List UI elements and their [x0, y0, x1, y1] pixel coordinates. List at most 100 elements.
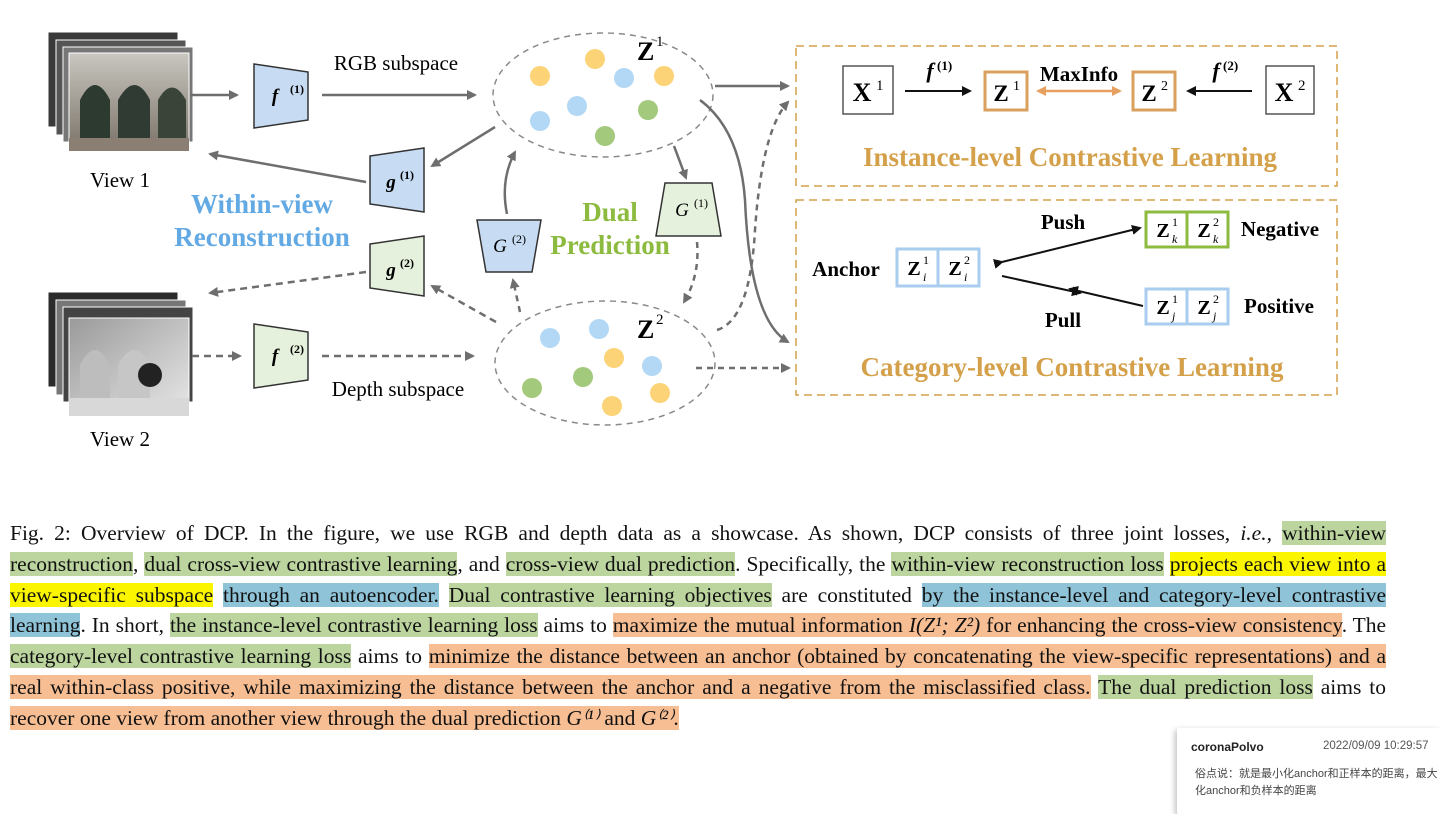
arrow-z1-to-category	[699, 99, 790, 344]
highlight-green[interactable]: within-view reconstruction loss	[891, 551, 1164, 576]
positive-zj2-sub: j	[1211, 309, 1217, 323]
f1-superscript: (1)	[290, 82, 304, 96]
positive-zj1: Z	[1156, 297, 1169, 319]
instance-f1-sup: (1)	[937, 58, 952, 73]
z1-sup: 1	[656, 34, 664, 50]
highlight-green[interactable]: Dual contrastive learning objectives	[448, 582, 772, 607]
caption-text: recover one view from another view throu…	[10, 705, 562, 730]
instance-x1: X	[853, 78, 872, 107]
positive-zj1-sub: j	[1170, 309, 1176, 323]
pull-label: Pull	[1045, 308, 1081, 332]
caption-text: ,	[1266, 521, 1272, 545]
math-mutual-information: I(Z¹; Z²)	[908, 613, 981, 638]
view2-image-stack	[47, 291, 194, 417]
caption-text: . Specifically, the	[735, 551, 886, 576]
category-level-panel: Anchor Z 1 i Z 2 i Push Pull Z 1 k Z 2 k…	[795, 199, 1338, 396]
G2-superscript: (2)	[512, 232, 526, 246]
z2-sup: 2	[656, 312, 664, 328]
math-G1: G⁽¹⁾	[566, 705, 599, 730]
caption-text: maximize the mutual information	[612, 613, 903, 638]
caption-text: aims to	[1320, 674, 1386, 699]
instance-f2-sup: (2)	[1223, 58, 1238, 73]
caption-text: . The	[1341, 613, 1387, 638]
arrow-z2-to-instance	[716, 100, 790, 332]
highlight-green[interactable]: cross-view dual prediction	[505, 551, 736, 576]
encoder-f1: f (1)	[253, 63, 309, 129]
negative-zk2-sub: k	[1213, 232, 1219, 246]
highlight-orange[interactable]: maximize the mutual information I(Z¹; Z²…	[612, 613, 1342, 638]
decoder-g1: g (1)	[369, 147, 425, 213]
negative-zk1: Z	[1156, 220, 1169, 242]
negative-label: Negative	[1241, 217, 1319, 241]
comment-timestamp: 2022/09/09 10:29:57	[1323, 740, 1429, 752]
arrow-z1-to-G1	[672, 145, 688, 180]
highlight-green[interactable]: the instance-level contrastive learning …	[169, 613, 538, 638]
encoder-f2: f (2)	[253, 323, 309, 389]
instance-f2: f	[1212, 58, 1222, 83]
caption-paragraph: Fig. 2: Overview of DCP. In the figure, …	[10, 518, 1386, 734]
arrow-G1-to-z2	[682, 241, 699, 304]
decoder-g2: g (2)	[369, 235, 425, 297]
predictor-G2: G (2)	[476, 219, 542, 273]
G1-superscript: (1)	[694, 196, 708, 210]
anchor-zi1-sup: 1	[923, 253, 929, 267]
figure-caption: Fig. 2: Overview of DCP. In the figure, …	[10, 518, 1386, 734]
highlight-green[interactable]: category-level contrastive learning loss	[10, 644, 352, 669]
instance-maxinfo: MaxInfo	[1040, 62, 1118, 86]
highlight-orange[interactable]: recover one view from another view throu…	[10, 705, 679, 730]
arrow-z2-to-g2	[430, 284, 497, 324]
view2-label: View 2	[90, 427, 150, 451]
caption-text: and	[604, 705, 636, 730]
arrow-z1-to-g1	[430, 125, 496, 168]
comment-author: coronaPolvo	[1191, 740, 1264, 754]
caption-text: for enhancing the cross-view consistency	[986, 613, 1342, 638]
negative-zk1-sub: k	[1172, 232, 1178, 246]
view1-image-stack	[47, 31, 194, 152]
within-view-label-line1: Within-view	[191, 189, 334, 219]
positive-zj1-sup: 1	[1172, 292, 1178, 306]
caption-text: are constituted	[781, 582, 912, 607]
highlight-green[interactable]: The dual prediction loss	[1098, 674, 1313, 699]
z2-label: Z	[637, 315, 654, 344]
dual-label-line1: Dual	[582, 197, 638, 227]
instance-x1-sup: 1	[876, 78, 884, 94]
dcp-overview-figure: View 1 View 2 RGB subspace f (1) f (2) D…	[47, 31, 1338, 451]
negative-zk2-sup: 2	[1213, 215, 1219, 229]
highlight-green[interactable]: dual cross-view contrastive learning	[144, 551, 458, 576]
negative-zk2: Z	[1197, 220, 1210, 242]
positive-label: Positive	[1244, 294, 1314, 318]
predictor-G1: G (1)	[655, 182, 722, 237]
arrow-g2-to-view2	[208, 270, 367, 297]
instance-level-panel: X 1 f (1) Z 1 MaxInfo Z 2 f (2) X 2 Inst…	[795, 45, 1338, 187]
anchor-zi1: Z	[907, 258, 920, 280]
f2-superscript: (2)	[290, 342, 304, 356]
caption-text: , and	[457, 551, 500, 576]
caption-ie: i.e.	[1240, 521, 1267, 545]
category-level-title: Category-level Contrastive Learning	[861, 352, 1284, 382]
annotation-comment-card[interactable]: coronaPolvo 2022/09/09 10:29:57 俗点说：就是最小…	[1177, 728, 1441, 814]
view1-label: View 1	[90, 168, 150, 192]
instance-z2: Z	[1141, 81, 1156, 106]
instance-z2-sup: 2	[1161, 79, 1168, 94]
anchor-zi2-sub: i	[964, 270, 967, 284]
z2-subspace	[494, 300, 716, 426]
instance-level-title: Instance-level Contrastive Learning	[863, 142, 1277, 172]
g2-superscript: (2)	[400, 256, 414, 270]
g1-symbol: g	[385, 172, 396, 193]
f2-symbol: f	[272, 346, 280, 367]
caption-text: aims to	[543, 613, 607, 638]
caption-text: Fig. 2: Overview of DCP. In the figure, …	[10, 521, 1231, 545]
anchor-label: Anchor	[812, 257, 880, 281]
within-view-label-line2: Reconstruction	[174, 222, 349, 252]
caption-text: .	[673, 705, 679, 730]
highlight-blue[interactable]: through an autoencoder.	[222, 582, 439, 607]
anchor-zi2: Z	[948, 258, 961, 280]
arrow-G2-to-z1	[503, 150, 517, 215]
G2-symbol: G	[493, 236, 507, 257]
g2-symbol: g	[385, 260, 396, 281]
anchor-zi1-sub: i	[923, 270, 926, 284]
dual-label-line2: Prediction	[550, 230, 669, 260]
negative-zk1-sup: 1	[1172, 215, 1178, 229]
depth-subspace-label: Depth subspace	[332, 377, 464, 401]
caption-text: aims to	[357, 644, 422, 669]
